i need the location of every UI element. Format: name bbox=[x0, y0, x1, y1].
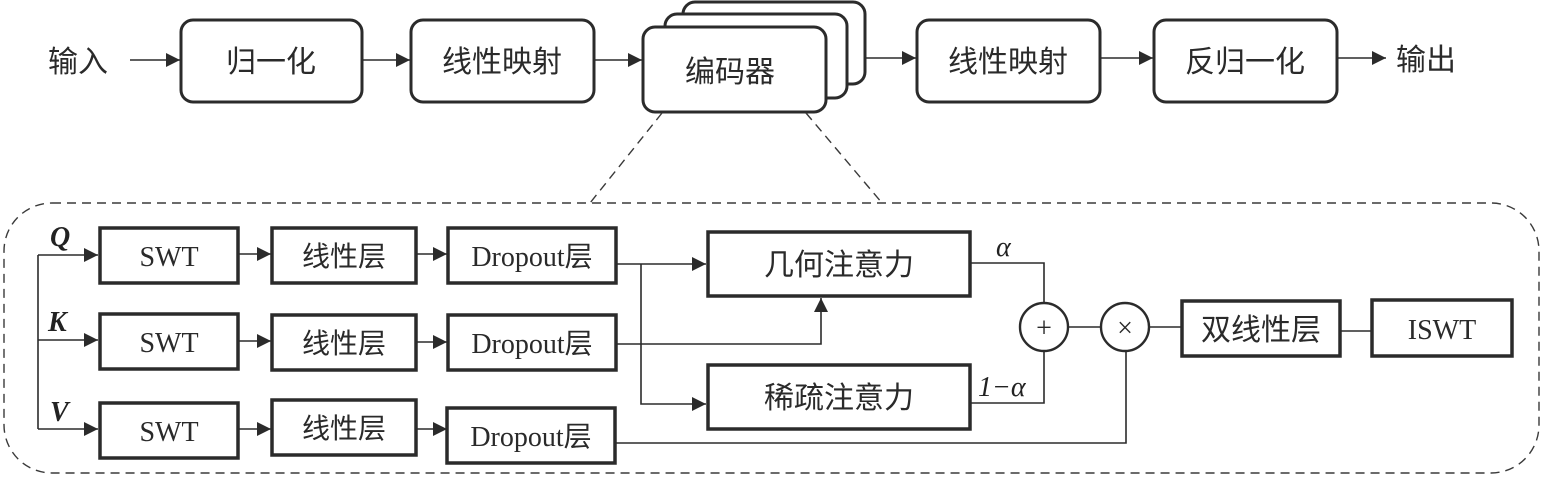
multiply-operator: × bbox=[1099, 301, 1151, 353]
zoom-guide-right bbox=[805, 112, 883, 204]
sparse-attention-label: 稀疏注意力 bbox=[764, 381, 914, 416]
swt-box-q bbox=[98, 226, 240, 285]
output-label: 输出 bbox=[1396, 43, 1456, 78]
dropout-box-v bbox=[445, 406, 617, 465]
swt-label-v: SWT bbox=[139, 417, 198, 448]
swt-label-k: SWT bbox=[139, 328, 198, 359]
one-minus-alpha-label: 1−α bbox=[978, 372, 1027, 403]
iswt-label: ISWT bbox=[1408, 315, 1476, 346]
normalize-box: 归一化 bbox=[179, 18, 364, 104]
plus-symbol: + bbox=[1036, 313, 1052, 344]
linear-layer-label-k: 线性层 bbox=[302, 327, 386, 360]
top-flow: 输入 归一化 线性映射 编码器 线性映射 反归一化 输出 bbox=[48, 0, 1456, 114]
branch-k: SWT 线性层 Dropout层 bbox=[98, 312, 618, 372]
swt-box-v bbox=[98, 401, 240, 460]
alpha-path bbox=[971, 262, 1045, 303]
geometric-attention-label: 几何注意力 bbox=[764, 248, 914, 283]
times-symbol: × bbox=[1117, 313, 1133, 344]
branch-v: SWT 线性层 Dropout层 bbox=[98, 398, 617, 465]
input-label: 输入 bbox=[48, 45, 108, 80]
branch-q: SWT 线性层 Dropout层 bbox=[98, 226, 618, 285]
dropout-label-q: Dropout层 bbox=[471, 242, 592, 273]
swt-label-q: SWT bbox=[139, 242, 198, 273]
attention-connections bbox=[616, 257, 1127, 444]
v-label: V bbox=[50, 397, 71, 428]
bilinear-layer-label: 双线性层 bbox=[1201, 313, 1321, 348]
linear-layer-box-q bbox=[270, 226, 418, 285]
linear-layer-label-v: 线性层 bbox=[302, 412, 386, 445]
denormalize-label: 反归一化 bbox=[1185, 45, 1305, 80]
normalize-label: 归一化 bbox=[226, 45, 316, 80]
linear-layer-label-q: 线性层 bbox=[302, 240, 386, 273]
dropout-label-k: Dropout层 bbox=[471, 329, 592, 360]
q-label: Q bbox=[50, 222, 70, 253]
dropout-box-q bbox=[446, 226, 618, 285]
qkv-input-bus bbox=[37, 248, 98, 436]
geometric-attention-box: 几何注意力 bbox=[706, 230, 972, 298]
sparse-attention-box: 稀疏注意力 bbox=[706, 363, 972, 431]
bilinear-layer-box: 双线性层 bbox=[1180, 299, 1342, 358]
dropout-label-v: Dropout层 bbox=[470, 422, 591, 453]
linear-layer-box-k bbox=[270, 313, 418, 372]
zoom-guide-left bbox=[589, 112, 663, 204]
encoder-detail-frame bbox=[3, 202, 1540, 474]
encoder-label: 编码器 bbox=[685, 55, 775, 90]
iswt-box: ISWT bbox=[1370, 298, 1514, 358]
linear-map-label-2: 线性映射 bbox=[948, 45, 1068, 80]
k-label: K bbox=[47, 307, 69, 338]
linear-map-label-1: 线性映射 bbox=[442, 45, 562, 80]
linear-map-box-2: 线性映射 bbox=[915, 18, 1102, 104]
encoder-stack: 编码器 bbox=[641, 0, 867, 114]
add-operator: + bbox=[1018, 301, 1070, 353]
linear-map-box-1: 线性映射 bbox=[409, 18, 596, 104]
swt-box-k bbox=[98, 312, 240, 371]
encoder-layer-front bbox=[641, 25, 828, 114]
denormalize-box: 反归一化 bbox=[1152, 18, 1339, 104]
alpha-label: α bbox=[996, 232, 1012, 263]
linear-layer-box-v bbox=[270, 398, 418, 457]
dropout-box-k bbox=[446, 313, 618, 372]
one-minus-alpha-path bbox=[971, 351, 1045, 404]
